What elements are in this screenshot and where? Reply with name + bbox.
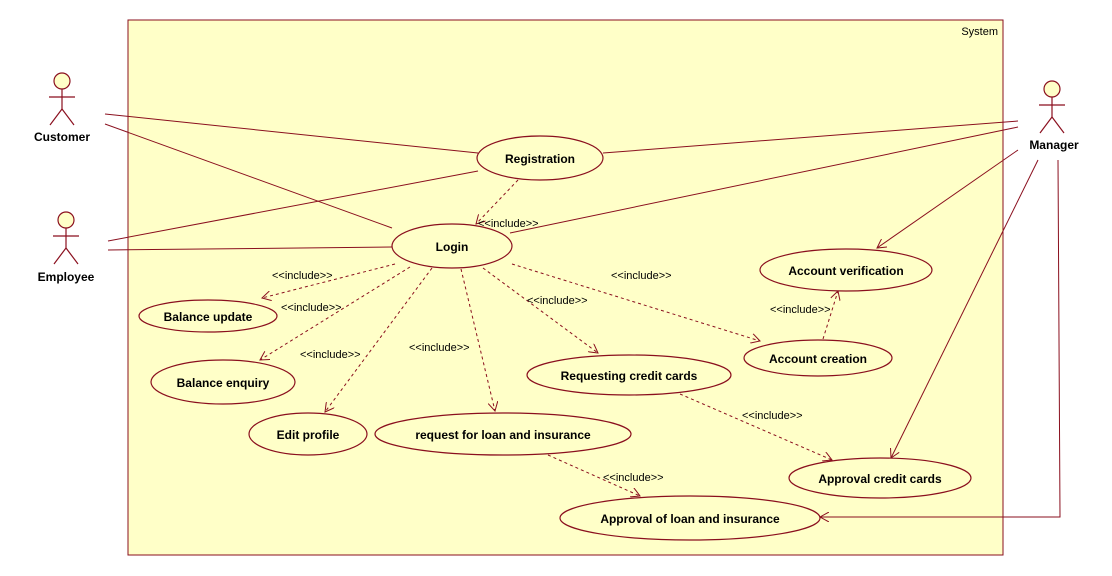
associations <box>104 113 1061 517</box>
use-case-edit-profile[interactable]: Edit profile <box>248 412 368 456</box>
use-case-label: Account verification <box>788 264 903 278</box>
include-label: <<include>> <box>409 342 470 354</box>
assoc-manager-verification <box>877 149 1019 248</box>
assoc-manager-approval-loan <box>820 159 1061 517</box>
use-case-balance-update[interactable]: Balance update <box>138 299 278 333</box>
actor-label: Employee <box>38 270 95 284</box>
actor-label: Customer <box>34 130 90 144</box>
include-label: <<include>> <box>272 270 333 282</box>
assoc-customer-login <box>104 123 393 229</box>
assoc-manager-login <box>509 126 1019 234</box>
include-label: <<include>> <box>527 295 588 307</box>
actor-head-icon <box>1043 80 1061 98</box>
assoc-manager-registration <box>602 120 1019 154</box>
include-labels: <<include>> <<include>> <<include>> <<in… <box>272 218 831 484</box>
use-case-label: Requesting credit cards <box>561 369 698 383</box>
use-case-label: Login <box>436 240 469 254</box>
use-case-approval-loan-insurance[interactable]: Approval of loan and insurance <box>559 495 821 541</box>
dep-login-balance-update <box>262 263 396 298</box>
use-case-label: Approval of loan and insurance <box>600 512 780 526</box>
include-label: <<include>> <box>478 218 539 230</box>
dep-login-request-loan <box>460 268 495 411</box>
actor-manager[interactable]: Manager <box>1029 80 1079 152</box>
actor-head-icon <box>57 211 75 229</box>
assoc-customer-registration <box>104 113 479 154</box>
include-label: <<include>> <box>281 302 342 314</box>
assoc-manager-approval-cards <box>891 159 1039 458</box>
use-case-balance-enquiry[interactable]: Balance enquiry <box>150 359 296 405</box>
assoc-employee-login <box>107 246 393 251</box>
use-case-label: Balance update <box>164 310 253 324</box>
use-case-approval-credit-cards[interactable]: Approval credit cards <box>788 457 972 499</box>
use-case-request-loan-insurance[interactable]: request for loan and insurance <box>374 412 632 456</box>
include-label: <<include>> <box>742 410 803 422</box>
actor-label: Manager <box>1029 138 1079 152</box>
use-case-label: Registration <box>505 152 575 166</box>
use-case-login[interactable]: Login <box>391 223 513 269</box>
include-label: <<include>> <box>770 304 831 316</box>
include-label: <<include>> <box>611 270 672 282</box>
actor-head-icon <box>53 72 71 90</box>
use-case-label: Account creation <box>769 352 867 366</box>
include-label: <<include>> <box>300 349 361 361</box>
dep-cards-approval <box>679 393 832 460</box>
use-case-label: Edit profile <box>277 428 340 442</box>
assoc-employee-registration <box>107 170 479 242</box>
dep-login-account-creation <box>511 263 760 341</box>
dep-loan-approval <box>547 454 640 496</box>
include-label: <<include>> <box>603 472 664 484</box>
use-case-registration[interactable]: Registration <box>476 135 604 181</box>
dep-creation-verification <box>822 291 838 340</box>
use-case-account-creation[interactable]: Account creation <box>743 339 893 377</box>
actor-customer[interactable]: Customer <box>34 72 90 144</box>
system-label: System <box>961 26 998 38</box>
use-case-label: request for loan and insurance <box>415 428 591 442</box>
include-dependencies <box>260 179 838 496</box>
use-case-requesting-credit-cards[interactable]: Requesting credit cards <box>526 354 732 396</box>
actor-employee[interactable]: Employee <box>38 211 95 284</box>
use-case-label: Balance enquiry <box>177 376 270 390</box>
use-case-label: Approval credit cards <box>818 472 942 486</box>
use-case-account-verification[interactable]: Account verification <box>759 248 933 292</box>
dep-registration-login <box>476 179 519 224</box>
